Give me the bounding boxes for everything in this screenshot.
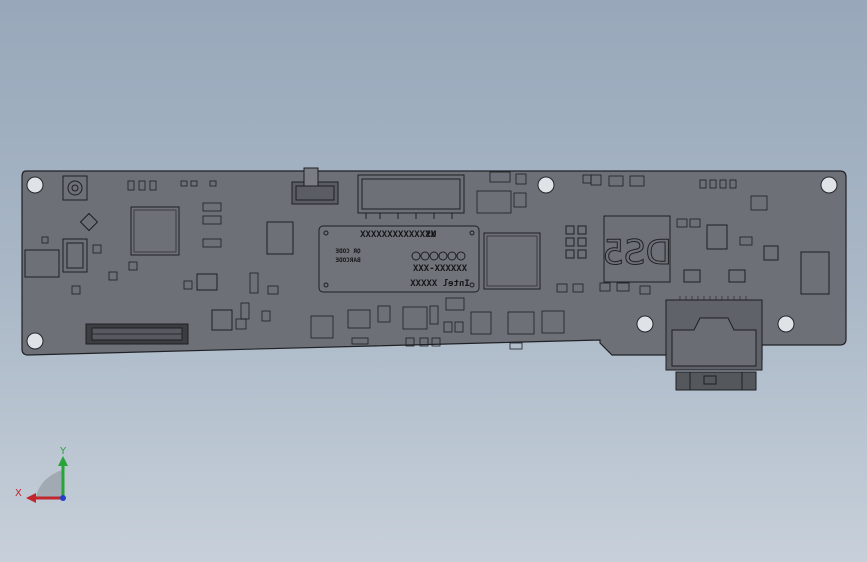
top-header-connector	[357, 174, 465, 219]
antenna-connector	[62, 175, 88, 201]
mounting-holes	[26, 176, 838, 350]
small-components	[41, 171, 768, 350]
silkscreen-box	[603, 215, 671, 283]
slide-switch	[291, 167, 339, 205]
component-right-box-3	[763, 245, 779, 261]
component-right-box-1	[706, 224, 728, 250]
label-line3: BARCODE	[335, 257, 361, 264]
x-axis-arrow	[26, 493, 36, 503]
usb-c-connector	[665, 296, 763, 391]
label-line1: XXXXXXXXXXXXXX	[359, 230, 435, 240]
chip-small-2	[196, 273, 218, 291]
chip-small-1	[266, 221, 294, 255]
z-axis-dot	[60, 495, 66, 501]
chip-main-2	[483, 232, 541, 290]
x-axis-label: X	[15, 488, 22, 499]
label-line4: XXXXXX-XXX	[412, 264, 467, 274]
component-right-box-5	[728, 269, 746, 283]
component-right-box-2	[800, 251, 830, 295]
silkscreen-ds5: DS5	[602, 233, 671, 273]
chip-main-processor	[130, 206, 180, 256]
component-diamond	[79, 212, 99, 232]
pcb-board[interactable]	[21, 167, 847, 391]
coordinate-triad: Y X	[15, 446, 68, 503]
label-text: XXXXXXXXXXXXXX US QR CODE BARCODE XXXXXX…	[335, 230, 470, 289]
fpc-connector	[85, 323, 189, 345]
y-axis-arrow	[58, 456, 68, 466]
y-axis-label: Y	[59, 446, 67, 457]
component-right-box-4	[683, 269, 701, 283]
label-line2: QR CODE	[335, 248, 361, 255]
chip-small-3	[211, 309, 233, 331]
triad-plane-indicator	[36, 470, 62, 497]
label-circles	[411, 251, 466, 261]
label-block	[318, 225, 480, 293]
component-grid	[565, 225, 587, 259]
label-line1b: US	[426, 230, 437, 240]
component-left-block	[24, 249, 60, 278]
component-left-switch	[62, 238, 88, 273]
usb-c-pins	[679, 296, 747, 300]
label-line5: Intel XXXXX	[410, 279, 470, 289]
